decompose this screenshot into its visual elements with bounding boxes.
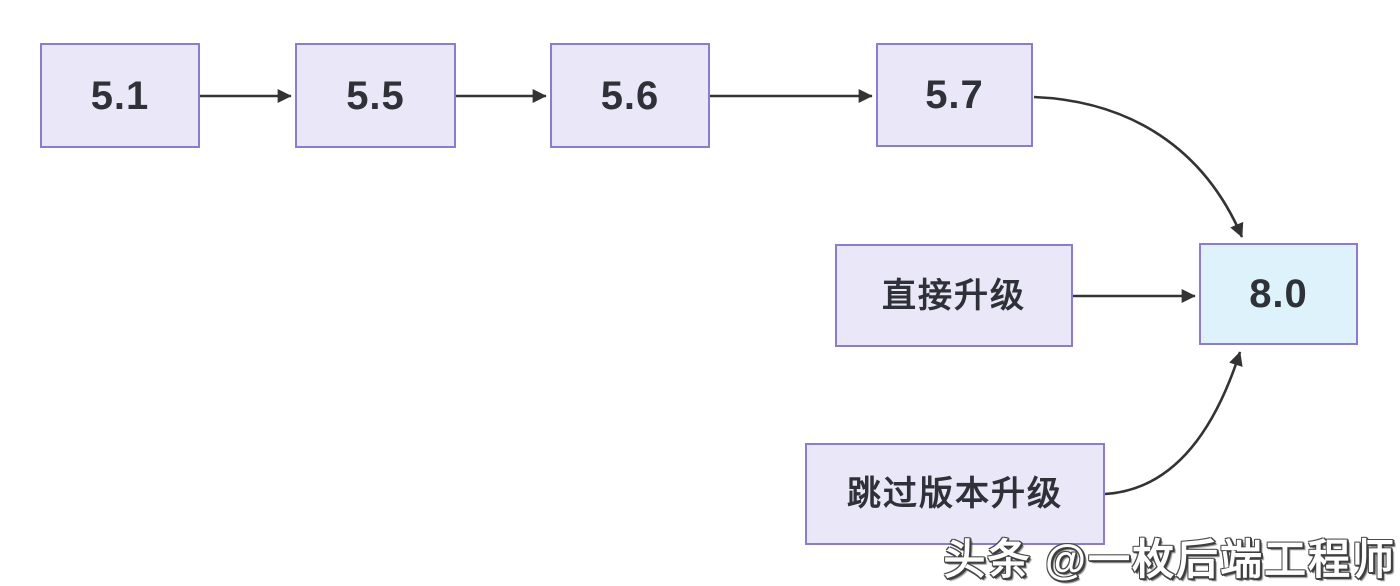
node-label: 跳过版本升级	[847, 475, 1063, 513]
watermark-toutiao: 头条 @一枚后端工程师	[943, 536, 1396, 583]
node-version-5-7: 5.7	[876, 43, 1033, 147]
node-direct-upgrade: 直接升级	[835, 244, 1073, 347]
node-skip-version-upgrade: 跳过版本升级	[805, 443, 1105, 545]
edge-skip-to-8-0	[1104, 351, 1243, 496]
node-label: 直接升级	[882, 276, 1026, 315]
edge-5-7-to-8-0	[1033, 95, 1244, 238]
node-label: 5.1	[90, 73, 150, 118]
node-label: 5.7	[925, 73, 984, 117]
node-version-5-6: 5.6	[550, 43, 710, 148]
node-label: 8.0	[1249, 272, 1308, 316]
node-label: 5.5	[346, 73, 405, 118]
node-version-8-0: 8.0	[1199, 243, 1358, 345]
node-version-5-5: 5.5	[295, 43, 456, 148]
node-version-5-1: 5.1	[40, 43, 200, 148]
node-label: 5.6	[600, 73, 660, 118]
